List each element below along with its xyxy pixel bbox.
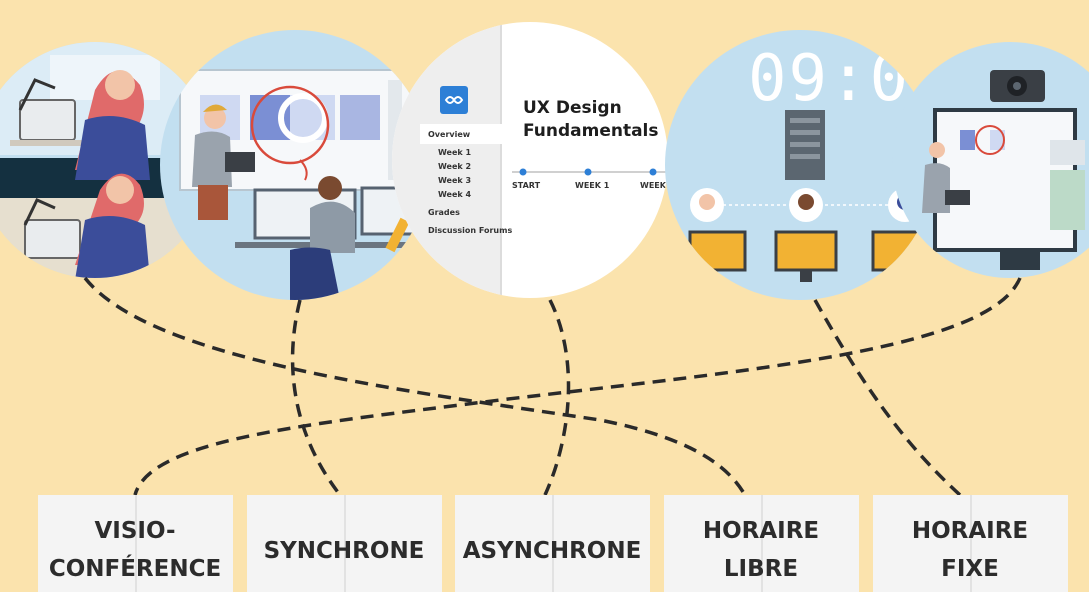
course-title-line2: Fundamentals bbox=[523, 121, 659, 141]
label-fixe-line1: HORAIRE bbox=[912, 518, 1028, 544]
circle-asynchrone: Overview Week 1 Week 2 Week 3 Week 4 Gra… bbox=[392, 22, 674, 298]
course-menu-week1[interactable]: Week 1 bbox=[438, 148, 471, 157]
timeline-start: START bbox=[512, 181, 541, 190]
connector-visio-to-libre bbox=[83, 276, 747, 496]
course-menu-forums[interactable]: Discussion Forums bbox=[428, 226, 512, 235]
circle-horaire-libre: 09:00 bbox=[665, 30, 935, 300]
timeline-dot-start bbox=[519, 168, 527, 176]
course-menu-week4[interactable]: Week 4 bbox=[438, 190, 471, 199]
label-libre-line1: HORAIRE bbox=[703, 518, 819, 544]
timeline-week1: WEEK 1 bbox=[575, 181, 610, 190]
timeline-dot-week1 bbox=[584, 168, 592, 176]
label-card-synchrone: SYNCHRONE bbox=[247, 495, 442, 592]
course-menu-grades[interactable]: Grades bbox=[428, 208, 460, 217]
label-visio-line1: VISIO- bbox=[94, 518, 175, 544]
label-fixe-line2: FIXE bbox=[941, 556, 999, 582]
course-title-line1: UX Design bbox=[523, 98, 622, 118]
circle-horaire-fixe bbox=[892, 42, 1089, 278]
label-card-asynchrone: ASYNCHRONE bbox=[455, 495, 650, 592]
label-card-horaire-libre: HORAIRE LIBRE bbox=[664, 495, 859, 592]
course-menu-week3[interactable]: Week 3 bbox=[438, 176, 471, 185]
label-visio-line2: CONFÉRENCE bbox=[49, 554, 221, 582]
connector-asynchrone-to-asynchrone bbox=[543, 299, 571, 496]
connectors bbox=[83, 276, 1022, 497]
connector-synchrone-to-synchrone bbox=[290, 299, 342, 497]
timeline-week2: WEEK 2 bbox=[640, 181, 674, 190]
label-card-horaire-fixe: HORAIRE FIXE bbox=[873, 495, 1068, 592]
timeline-dot-week2 bbox=[649, 168, 657, 176]
label-card-visio: VISIO- CONFÉRENCE bbox=[38, 495, 233, 592]
label-asynchrone: ASYNCHRONE bbox=[463, 538, 642, 564]
connector-libre-to-fixe bbox=[813, 299, 962, 497]
label-libre-line2: LIBRE bbox=[724, 556, 798, 582]
course-menu-week2[interactable]: Week 2 bbox=[438, 162, 471, 171]
label-synchrone: SYNCHRONE bbox=[264, 538, 425, 564]
connector-fixe-to-visio bbox=[133, 277, 1022, 496]
course-menu-overview[interactable]: Overview bbox=[428, 130, 471, 139]
